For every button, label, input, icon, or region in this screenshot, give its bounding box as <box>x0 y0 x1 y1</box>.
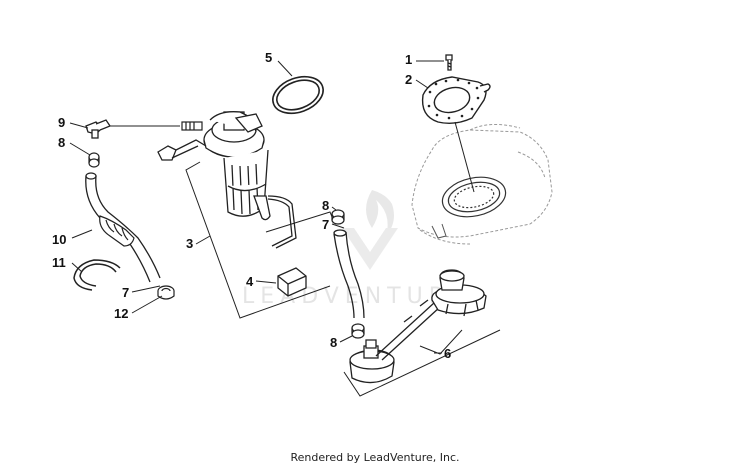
callout-10: 10 <box>52 232 66 247</box>
fuel-pump-assembly <box>157 111 297 249</box>
fuel-hose-right <box>333 229 365 319</box>
pickup-bracket <box>343 329 501 397</box>
split-ring-clamp <box>73 259 121 291</box>
callout-8-left: 8 <box>58 135 65 150</box>
callout-8-right: 8 <box>322 198 329 213</box>
callout-8-bottom: 8 <box>330 335 337 350</box>
callout-5: 5 <box>265 50 272 65</box>
gasket-plate <box>421 76 491 125</box>
footer-credit: Rendered by LeadVenture, Inc. <box>290 451 460 464</box>
clamp-right-top <box>331 209 345 225</box>
callout-9: 9 <box>58 115 65 130</box>
callout-12: 12 <box>114 306 128 321</box>
fuel-tank-outline <box>411 124 553 245</box>
leader-lines <box>69 60 444 354</box>
quick-connect-fitting <box>85 119 111 139</box>
o-ring <box>272 75 324 115</box>
watermark: LEADVENTURE <box>242 190 464 309</box>
callout-1: 1 <box>405 52 412 67</box>
pump-outlet-fitting <box>181 121 203 131</box>
hose-clamp-end <box>157 285 175 300</box>
tank-opening <box>441 176 507 218</box>
callout-7-right: 7 <box>322 217 329 232</box>
callout-4: 4 <box>246 274 254 289</box>
callout-3: 3 <box>186 236 193 251</box>
clamp-right-bottom <box>351 323 365 339</box>
callout-2: 2 <box>405 72 412 87</box>
bolt <box>445 54 453 71</box>
callout-7-left: 7 <box>122 285 129 300</box>
hose-sleeve <box>99 215 135 247</box>
fuel-pickup-assembly <box>349 269 487 384</box>
callout-6: 6 <box>444 346 451 361</box>
tank-tab <box>431 223 447 239</box>
gasket-to-tank-line <box>454 121 475 193</box>
callout-11: 11 <box>52 255 66 270</box>
hose-clamp-left <box>88 152 100 168</box>
level-sender-float <box>277 267 307 297</box>
